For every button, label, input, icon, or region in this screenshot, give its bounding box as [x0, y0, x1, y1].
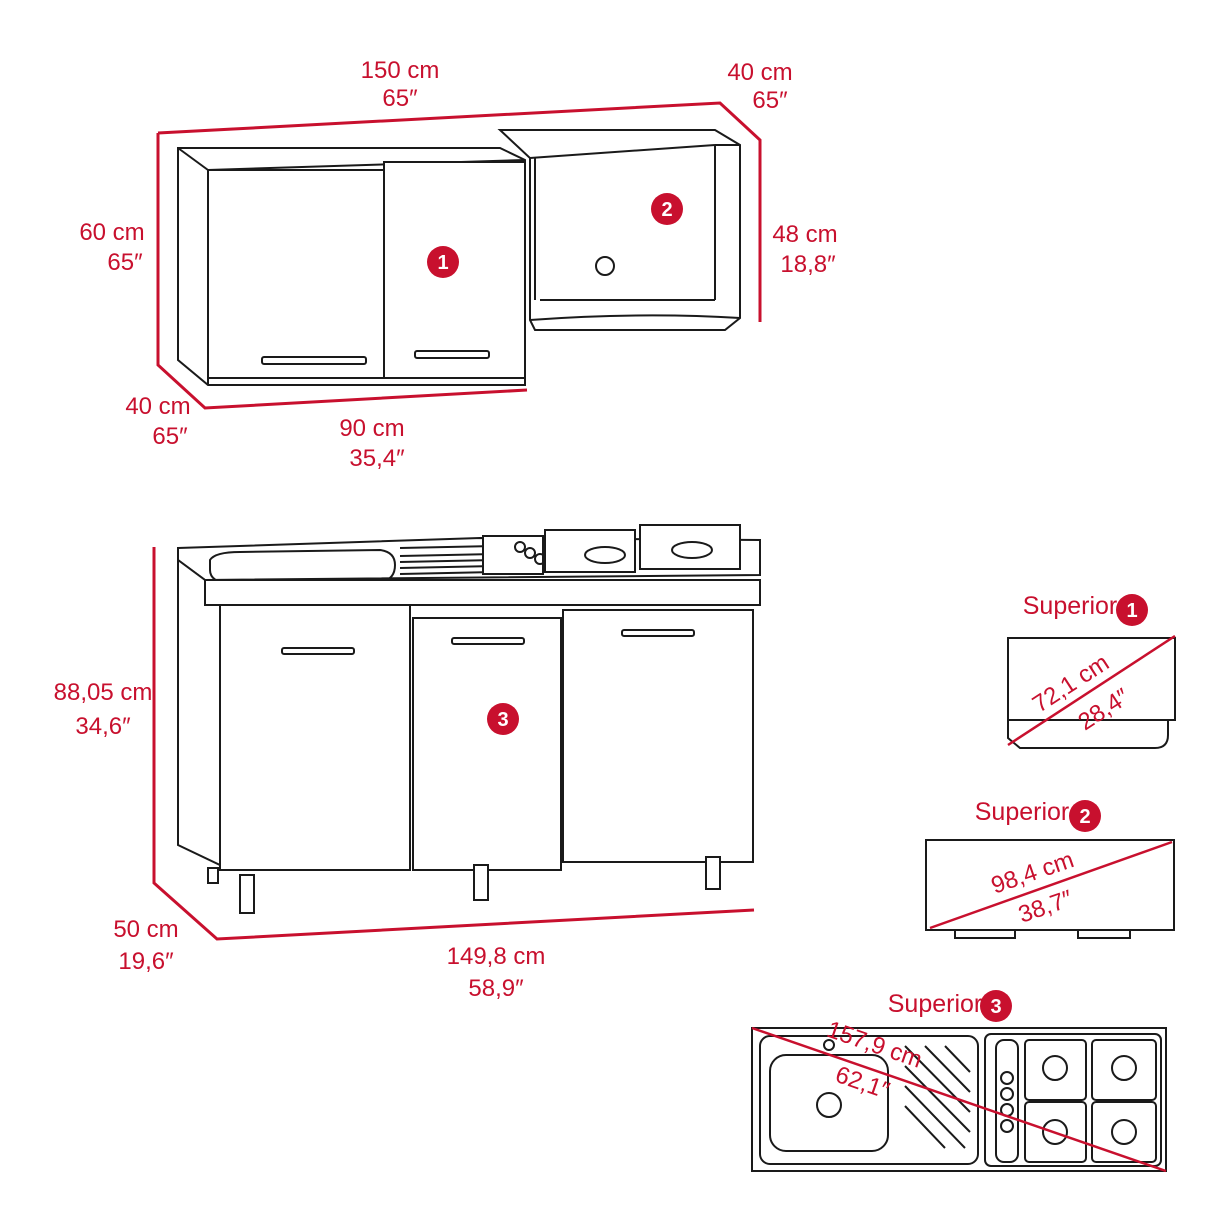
top-height-right-cm: 48 cm [772, 221, 837, 248]
top-depth-right-in: 65″ [752, 87, 788, 114]
drainboard-hatch [904, 1045, 971, 1149]
base-cabinet-drawing [177, 524, 761, 914]
badge-1: 1 [427, 246, 459, 278]
top-view-3: Superior 3 157,9 cm 62,1″ [751, 990, 1167, 1173]
view-2-badge: 2 [1079, 806, 1090, 828]
base-height-cm: 88,05 cm [54, 679, 153, 706]
top-height-left-in: 65″ [107, 249, 143, 276]
dim-line-left-depth [156, 133, 528, 410]
base-width-cm: 149,8 cm [447, 943, 546, 970]
dim-line-top [157, 101, 762, 322]
top-height-left-cm: 60 cm [79, 219, 144, 246]
view-3-diag-in: 62,1″ [832, 1061, 893, 1105]
top-view-2: Superior 2 98,4 cm 38,7″ [925, 798, 1175, 939]
top-depth-right-cm: 40 cm [727, 59, 792, 86]
drainboard-grooves [399, 553, 496, 575]
wall-cabinet-drawing [177, 129, 741, 386]
svg-text:3: 3 [497, 709, 508, 731]
svg-text:1: 1 [437, 252, 448, 274]
top-height-right-in: 18,8″ [780, 251, 836, 278]
top-width-in: 65″ [382, 85, 418, 112]
view-1-label: Superior [1023, 592, 1118, 620]
badge-2: 2 [651, 193, 683, 225]
view-3-badge: 3 [990, 996, 1001, 1018]
view-2-label: Superior [975, 798, 1070, 826]
top-view-1: Superior 1 72,1 cm 28,4″ [1007, 592, 1176, 749]
view-3-label: Superior [888, 990, 983, 1018]
top-cabinet-width-in: 35,4″ [349, 445, 405, 472]
svg-text:2: 2 [661, 199, 672, 221]
badge-3: 3 [487, 703, 519, 735]
base-depth-cm: 50 cm [113, 916, 178, 943]
base-width-in: 58,9″ [468, 975, 524, 1002]
top-cabinet-width-cm: 90 cm [339, 415, 404, 442]
base-depth-in: 19,6″ [118, 948, 174, 975]
top-depth-left-cm: 40 cm [125, 393, 190, 420]
dim-line-base [152, 547, 755, 941]
view-1-badge: 1 [1126, 600, 1137, 622]
base-height-in: 34,6″ [75, 713, 131, 740]
top-depth-left-in: 65″ [152, 423, 188, 450]
top-width-cm: 150 cm [361, 57, 440, 84]
view-2-diag-in: 38,7″ [1015, 885, 1076, 929]
